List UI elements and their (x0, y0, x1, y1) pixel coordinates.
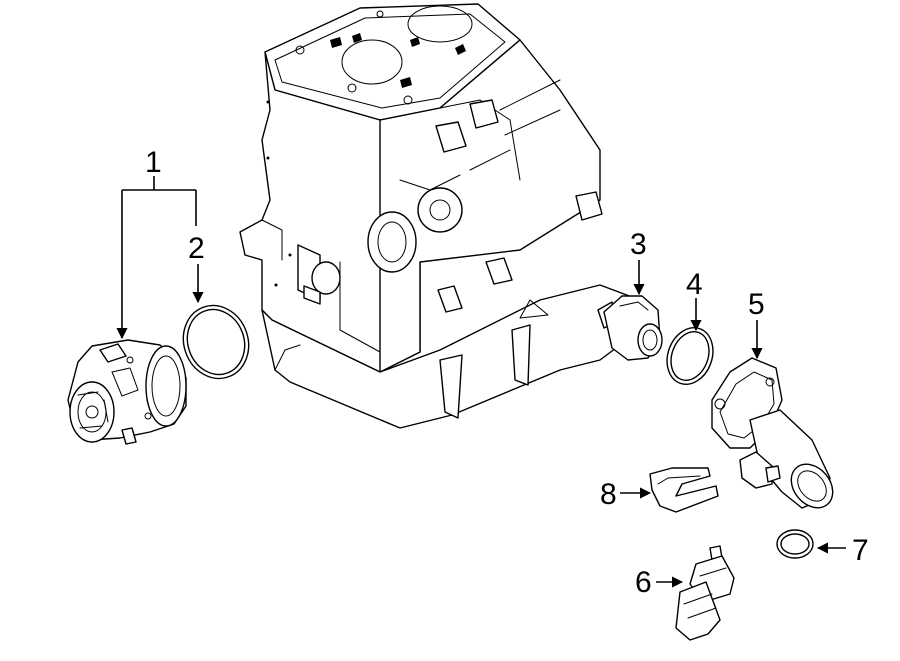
callout-3: 3 (630, 228, 647, 296)
callout-1: 1 (116, 146, 197, 340)
callout-8: 8 (600, 478, 652, 511)
thermostat (597, 295, 663, 361)
temperature-sensor (675, 545, 735, 641)
sensor-seal-ring (776, 529, 814, 559)
callout-label-2: 2 (188, 232, 205, 265)
callout-5: 5 (748, 288, 765, 360)
retaining-clip (649, 467, 719, 513)
callout-6: 6 (635, 566, 684, 599)
callout-label-7: 7 (852, 534, 869, 567)
callout-label-6: 6 (635, 566, 652, 599)
water-pump (67, 339, 187, 445)
callout-7: 7 (816, 534, 869, 567)
callout-label-8: 8 (600, 478, 617, 511)
callout-4: 4 (686, 268, 703, 332)
callout-label-1: 1 (145, 146, 162, 179)
thermostat-o-ring (666, 327, 714, 385)
pump-o-ring (182, 304, 250, 380)
engine-block (239, 3, 641, 429)
callout-label-5: 5 (748, 288, 765, 321)
callout-2: 2 (188, 232, 205, 304)
coolant-flange (711, 357, 834, 509)
callout-label-3: 3 (630, 228, 647, 261)
callout-label-4: 4 (686, 268, 703, 301)
